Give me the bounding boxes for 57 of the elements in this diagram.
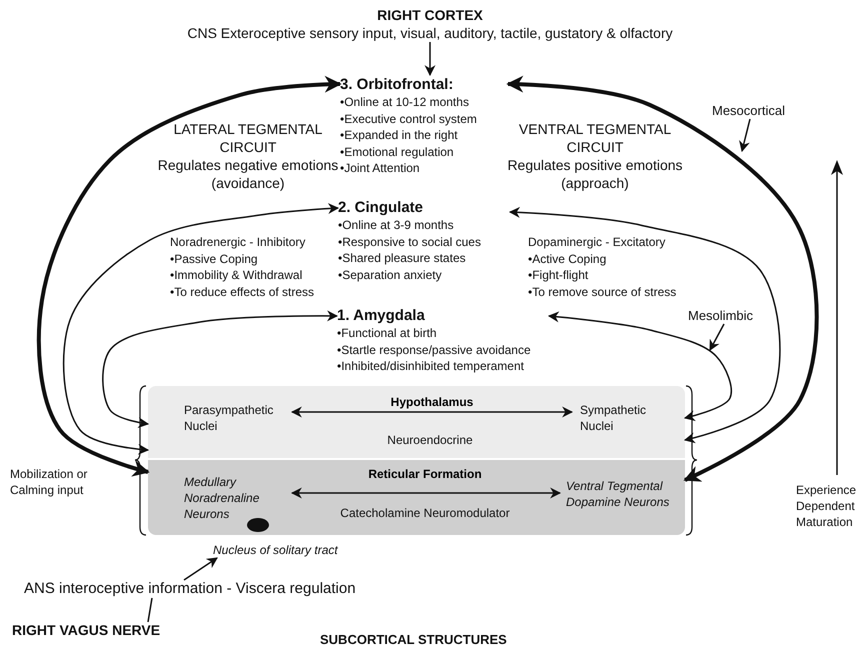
pathway-label: Mesolimbic bbox=[688, 308, 754, 324]
arrow bbox=[36, 76, 342, 476]
bullet-text: •Responsive to social cues bbox=[338, 234, 482, 250]
system-label: Neuroendocrine bbox=[386, 432, 474, 448]
bullet-text: •Inhibited/disinhibited temperament bbox=[337, 358, 525, 374]
bullet-text: •Active Coping bbox=[528, 250, 608, 266]
arrow bbox=[506, 76, 819, 482]
nerve-label: RIGHT VAGUS NERVE bbox=[12, 622, 162, 639]
maturation-label: Experience Dependent Maturation bbox=[796, 482, 858, 530]
region-panel bbox=[148, 460, 685, 535]
node-heading: 1. Amygdala bbox=[337, 306, 426, 325]
system-label: Catecholamine Neuromodulator bbox=[339, 505, 511, 521]
arrow bbox=[102, 310, 338, 428]
heading: RIGHT CORTEX bbox=[376, 6, 484, 24]
bullet-text: •Fight-flight bbox=[528, 267, 590, 283]
bullet-text: •To reduce effects of stress bbox=[170, 284, 316, 300]
bullet-text: •Passive Coping bbox=[170, 250, 259, 266]
pathway-heading: Dopaminergic - Excitatory bbox=[528, 234, 666, 250]
pathway-heading: Noradrenergic - Inhibitory bbox=[170, 234, 306, 250]
bullet-text: •Joint Attention bbox=[340, 160, 421, 176]
edge-label: Hypothalamus bbox=[390, 395, 474, 409]
section-title: SUBCORTICAL STRUCTURES bbox=[320, 632, 508, 648]
arrow bbox=[184, 557, 218, 581]
nucleus-label: Sympathetic Nuclei bbox=[580, 402, 648, 434]
leader-line bbox=[739, 118, 751, 152]
bullet-text: •Online at 10-12 months bbox=[340, 94, 470, 110]
pathway-label: Mesocortical bbox=[712, 103, 786, 119]
arrow bbox=[62, 203, 340, 455]
region-panel bbox=[148, 386, 685, 458]
bullet-text: •Separation anxiety bbox=[338, 266, 443, 283]
neuron-label: Ventral Tegmental Dopamine Neurons bbox=[566, 478, 670, 510]
bullet-text: •Startle response/passive avoidance bbox=[337, 342, 532, 358]
bullet-text: •Emotional regulation bbox=[340, 144, 455, 160]
bullet-text: •To remove source of stress bbox=[528, 284, 678, 300]
circuit-description: Regulates positive emotions (approach) bbox=[506, 156, 684, 192]
nucleus-label: Parasympathetic Nuclei bbox=[184, 402, 274, 434]
input-label: Mobilization or Calming input bbox=[10, 466, 88, 498]
bullet-text: •Online at 3-9 months bbox=[338, 217, 455, 234]
circuit-title: VENTRAL TEGMENTAL CIRCUIT bbox=[518, 120, 672, 156]
neuron-label: Medullary Noradrenaline Neurons bbox=[184, 474, 260, 522]
node-heading: 2. Cingulate bbox=[338, 198, 424, 217]
bullet-text: •Executive control system bbox=[340, 110, 478, 127]
bullet-text: •Shared pleasure states bbox=[338, 250, 467, 266]
leader-line bbox=[709, 324, 725, 351]
subtitle: CNS Exteroceptive sensory input, visual, auditory, tactile, gustatory & olfactory bbox=[186, 24, 674, 42]
arrow bbox=[290, 488, 562, 498]
edge-label: Reticular Formation bbox=[368, 467, 482, 481]
arrow bbox=[290, 406, 574, 418]
bullet-text: •Functional at birth bbox=[337, 325, 438, 342]
arrow bbox=[508, 206, 781, 444]
input-label: ANS interoceptive information - Viscera regulation bbox=[24, 580, 357, 598]
arrow bbox=[548, 311, 732, 422]
structure-label: Nucleus of solitary tract bbox=[213, 542, 339, 558]
bullet-text: •Expanded in the right bbox=[340, 127, 459, 144]
arrow bbox=[424, 42, 436, 76]
node-heading: 3. Orbitofrontal: bbox=[340, 75, 454, 94]
bullet-text: •Immobility & Withdrawal bbox=[170, 267, 304, 283]
